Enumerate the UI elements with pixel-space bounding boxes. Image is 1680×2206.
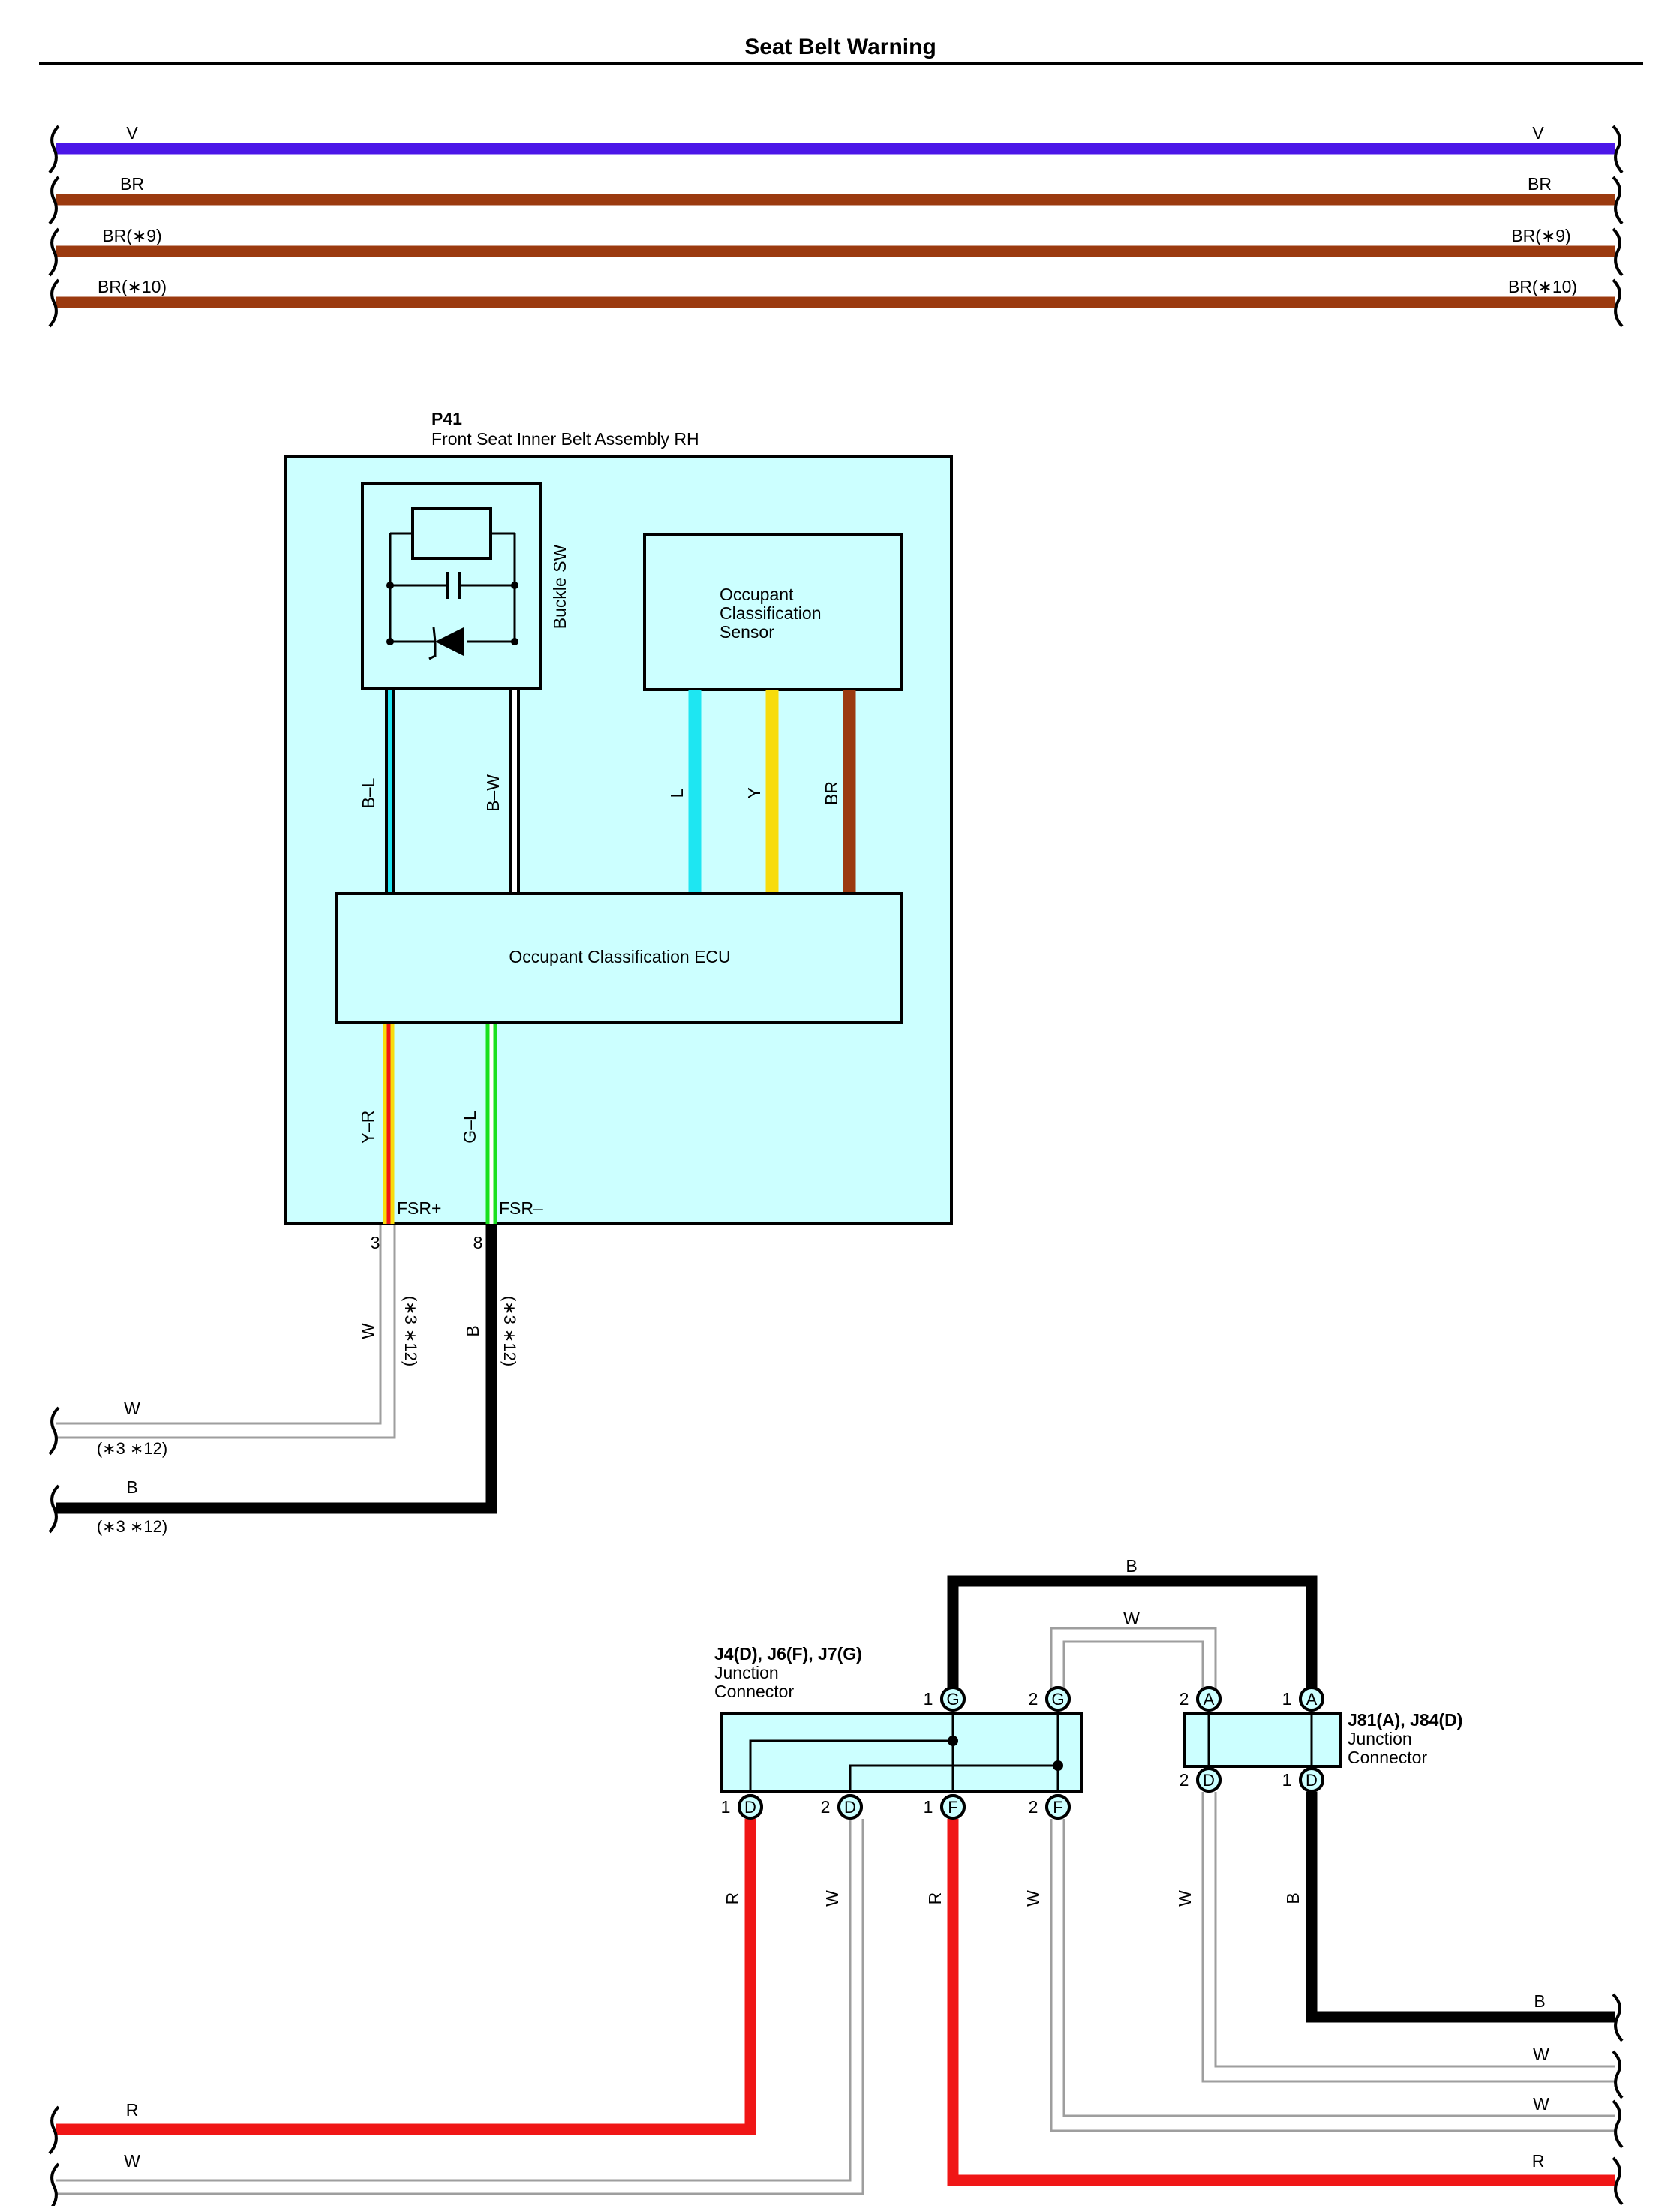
wire-label: W (822, 1890, 842, 1907)
pin-number: 2 (1180, 1689, 1189, 1709)
occupant-classification-ecu: Occupant Classification ECU (335, 892, 903, 1024)
wire-label: W (124, 1399, 140, 1418)
wire-label: BR(∗10) (1508, 277, 1577, 296)
buckle-sw-label: Buckle SW (550, 544, 570, 629)
wire-b-right: B B (1283, 1792, 1624, 2042)
wire-w-right-1: W W (1175, 1792, 1624, 2099)
pin-letter: F (1053, 1798, 1062, 1817)
wire-label-y-r: Y–R (358, 1111, 377, 1144)
pin-letter: G (1051, 1690, 1064, 1709)
wire-w-left: W W (50, 1819, 864, 2206)
page-title: Seat Belt Warning (744, 35, 936, 59)
pin-letter: A (1204, 1690, 1215, 1709)
wire-label: V (1532, 123, 1544, 143)
pin-8: 8 (473, 1233, 483, 1252)
wire-label: W (1123, 1609, 1140, 1628)
terminal-fsr-plus: FSR+ (397, 1198, 441, 1218)
wire-label: BR(∗9) (102, 226, 161, 245)
wire-label: B (1283, 1892, 1303, 1904)
pin-letter: D (744, 1798, 756, 1817)
sensor-label-line2: Classification (720, 603, 822, 623)
jc-right-line2: Connector (1348, 1748, 1427, 1767)
wire-label-y: Y (744, 787, 764, 798)
wire-label-l: L (667, 788, 687, 798)
wire-label: R (925, 1892, 945, 1905)
pin-number: 2 (1029, 1797, 1038, 1817)
wire-note: (∗3 ∗12) (500, 1296, 519, 1366)
wire-label: W (1533, 2045, 1549, 2064)
pin-number: 1 (924, 1689, 933, 1709)
wire-label: W (358, 1323, 377, 1339)
sensor-label-line3: Sensor (720, 622, 774, 642)
pin-number: 2 (1180, 1770, 1189, 1790)
jc-right-title: J81(A), J84(D) (1348, 1710, 1462, 1730)
wire-label: B (1534, 1991, 1545, 2011)
top-wire-br9: BR(∗9) BR(∗9) (48, 226, 1624, 277)
pin-number: 2 (821, 1797, 831, 1817)
jc-right-box (1183, 1712, 1342, 1768)
pin-letter: D (1306, 1771, 1318, 1790)
wire-label: BR(∗10) (98, 277, 167, 296)
wire-note: (∗3 ∗12) (401, 1296, 420, 1366)
wire-label: W (1023, 1890, 1043, 1907)
wire-label: B (1126, 1556, 1137, 1576)
wire-note: (∗3 ∗12) (97, 1439, 167, 1458)
ecu-label: Occupant Classification ECU (509, 947, 730, 966)
jc-left-bottom-pins: D 1 D 2 F 1 F 2 (721, 1794, 1071, 1820)
pin-letter: D (1203, 1771, 1215, 1790)
jc-top-b-wire: B (947, 1556, 1318, 1697)
wire-label-b-l: B–L (359, 777, 378, 808)
wire-label: BR (1528, 174, 1552, 194)
wire-w-right-2: W W (1023, 1819, 1624, 2149)
jc-top-w-wire: W (1050, 1609, 1217, 1697)
wire-label: R (1532, 2151, 1545, 2171)
pin-3: 3 (371, 1233, 380, 1252)
pin-letter: G (946, 1690, 959, 1709)
top-wire-v: V V (48, 123, 1624, 174)
p41-name: Front Seat Inner Belt Assembly RH (431, 429, 699, 449)
left-wire-w: W (∗3 ∗12) W (∗3 ∗12) (48, 1225, 420, 1458)
wire-label-b-w: B–W (483, 774, 503, 812)
pin-letter: D (844, 1798, 856, 1817)
pin-number: 1 (924, 1797, 933, 1817)
terminal-fsr-minus: FSR– (499, 1198, 543, 1218)
pin-number: 1 (721, 1797, 731, 1817)
pin-letter: F (948, 1798, 957, 1817)
jc-left-box (720, 1712, 1083, 1793)
wire-label: B (463, 1325, 482, 1336)
left-wire-b: B (∗3 ∗12) B (∗3 ∗12) (48, 1225, 519, 1536)
sensor-label-line1: Occupant (720, 585, 794, 604)
wire-label: W (1533, 2094, 1549, 2114)
top-wire-br: BR BR (48, 174, 1624, 225)
top-wire-br10: BR(∗10) BR(∗10) (48, 277, 1624, 328)
pin-letter: A (1306, 1690, 1318, 1709)
occupant-classification-sensor: Occupant Classification Sensor (643, 533, 903, 691)
wire-r-left: R R (48, 1819, 756, 2155)
buckle-switch: Buckle SW (361, 482, 570, 690)
pin-number: 2 (1029, 1689, 1038, 1709)
jc-left-title: J4(D), J6(F), J7(G) (714, 1644, 862, 1664)
p41-code: P41 (431, 409, 462, 428)
internal-wires: B–L B–W L Y BR (359, 690, 856, 892)
wire-label: R (723, 1892, 742, 1905)
wire-note: (∗3 ∗12) (97, 1517, 167, 1536)
wire-label: BR(∗9) (1511, 226, 1570, 245)
wire-label-br: BR (822, 781, 841, 805)
wire-label: B (126, 1477, 137, 1497)
wire-r-right: R R (925, 1819, 1624, 2206)
pin-overlays: D D F F G G A A D D (738, 1686, 1324, 1820)
pin-number: 1 (1282, 1689, 1292, 1709)
jc-right-line1: Junction (1348, 1729, 1412, 1748)
pin-number: 1 (1282, 1770, 1292, 1790)
wire-label: W (1175, 1890, 1195, 1907)
ecu-output-wires: Y–R G–L FSR+ FSR– (358, 1024, 543, 1224)
wire-label: V (126, 123, 138, 143)
wire-label: W (124, 2151, 140, 2171)
jc-left-line1: Junction (714, 1663, 779, 1682)
wire-label: BR (120, 174, 144, 194)
wire-label-g-l: G–L (460, 1111, 479, 1144)
wire-label: R (126, 2100, 139, 2120)
jc-left-line2: Connector (714, 1682, 794, 1701)
